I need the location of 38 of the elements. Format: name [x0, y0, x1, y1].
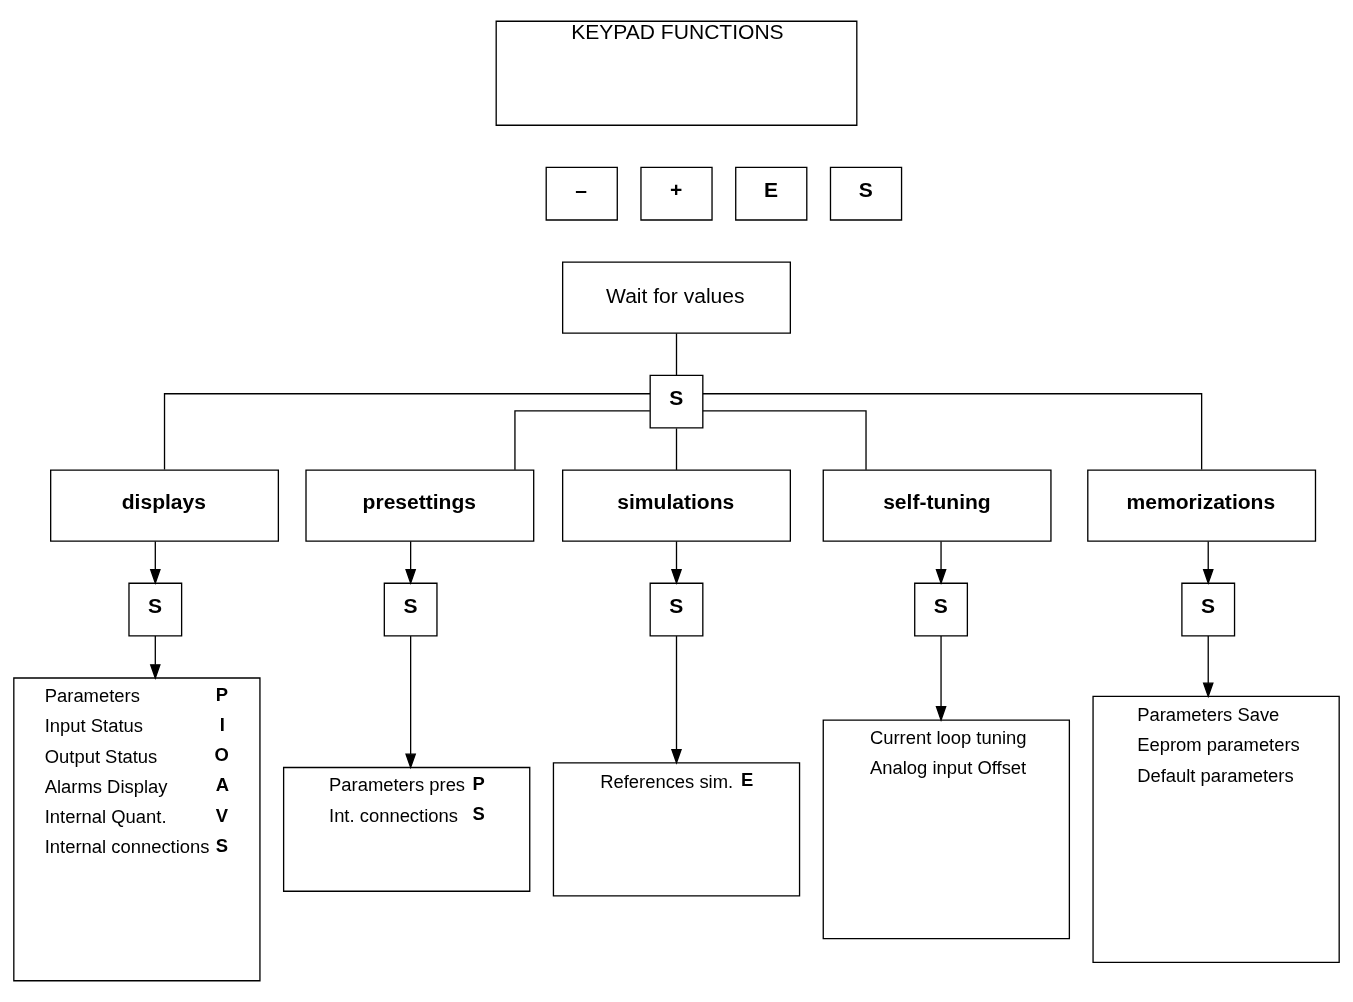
- node-box: –: [545, 166, 618, 221]
- connector: [514, 410, 651, 471]
- node-box: References sim. E: [552, 762, 801, 897]
- node-box: Current loop tuning Analog input Offset: [822, 719, 1071, 940]
- arrow: [149, 635, 161, 680]
- node-box: Parameters P Input Status I Output Status O Alarms Display A Internal Quant. V Internal connections S: [13, 677, 261, 982]
- node-box: S: [383, 582, 438, 637]
- node-box: +: [640, 166, 713, 221]
- arrow: [670, 635, 683, 765]
- node-box: S: [128, 582, 183, 637]
- connector: [702, 393, 1203, 471]
- connector: [163, 393, 651, 471]
- arrow: [405, 540, 417, 585]
- arrow: [149, 540, 161, 585]
- node-box: Wait for values: [562, 261, 791, 334]
- node-box: displays: [50, 469, 280, 542]
- node-box: KEYPAD FUNCTIONS: [495, 20, 858, 126]
- arrow: [670, 540, 683, 585]
- node-box: S: [829, 166, 903, 221]
- connector: [675, 332, 678, 376]
- node-box: presettings: [305, 469, 535, 542]
- arrow: [935, 635, 947, 722]
- arrow: [1202, 540, 1214, 585]
- connector: [675, 427, 678, 471]
- node-box: E: [735, 166, 808, 221]
- node-box: Parameters pres P Int. connections S: [282, 766, 531, 892]
- node-box: Parameters Save Eeprom parameters Default parameters: [1092, 695, 1340, 963]
- node-box: S: [649, 582, 704, 637]
- arrow: [935, 540, 947, 585]
- connector: [702, 410, 867, 471]
- arrow: [1202, 635, 1214, 699]
- node-box: simulations: [562, 469, 791, 542]
- node-box: memorizations: [1087, 469, 1317, 542]
- node-box: self-tuning: [822, 469, 1052, 542]
- arrow: [405, 635, 417, 770]
- node-box: S: [914, 582, 969, 637]
- node-box: S: [1181, 582, 1236, 637]
- node-box: S: [649, 374, 704, 429]
